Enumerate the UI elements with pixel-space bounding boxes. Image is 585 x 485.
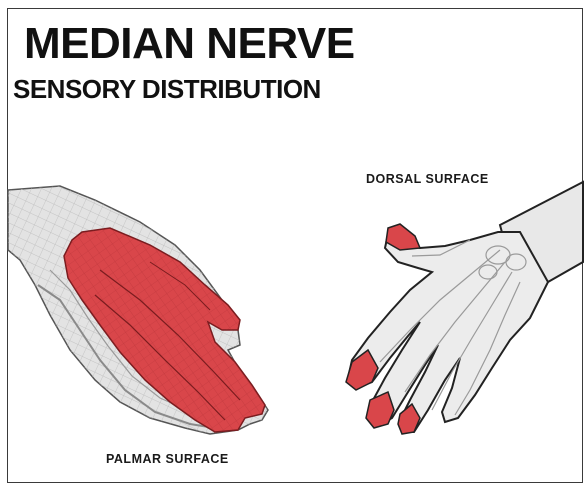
dorsal-surface-label: DORSAL SURFACE [366,172,489,186]
palmar-hand-icon [8,186,268,434]
dorsal-middle-tip-sensory [366,392,394,428]
dorsal-hand-icon [346,182,583,434]
palmar-surface-label: PALMAR SURFACE [106,452,229,466]
